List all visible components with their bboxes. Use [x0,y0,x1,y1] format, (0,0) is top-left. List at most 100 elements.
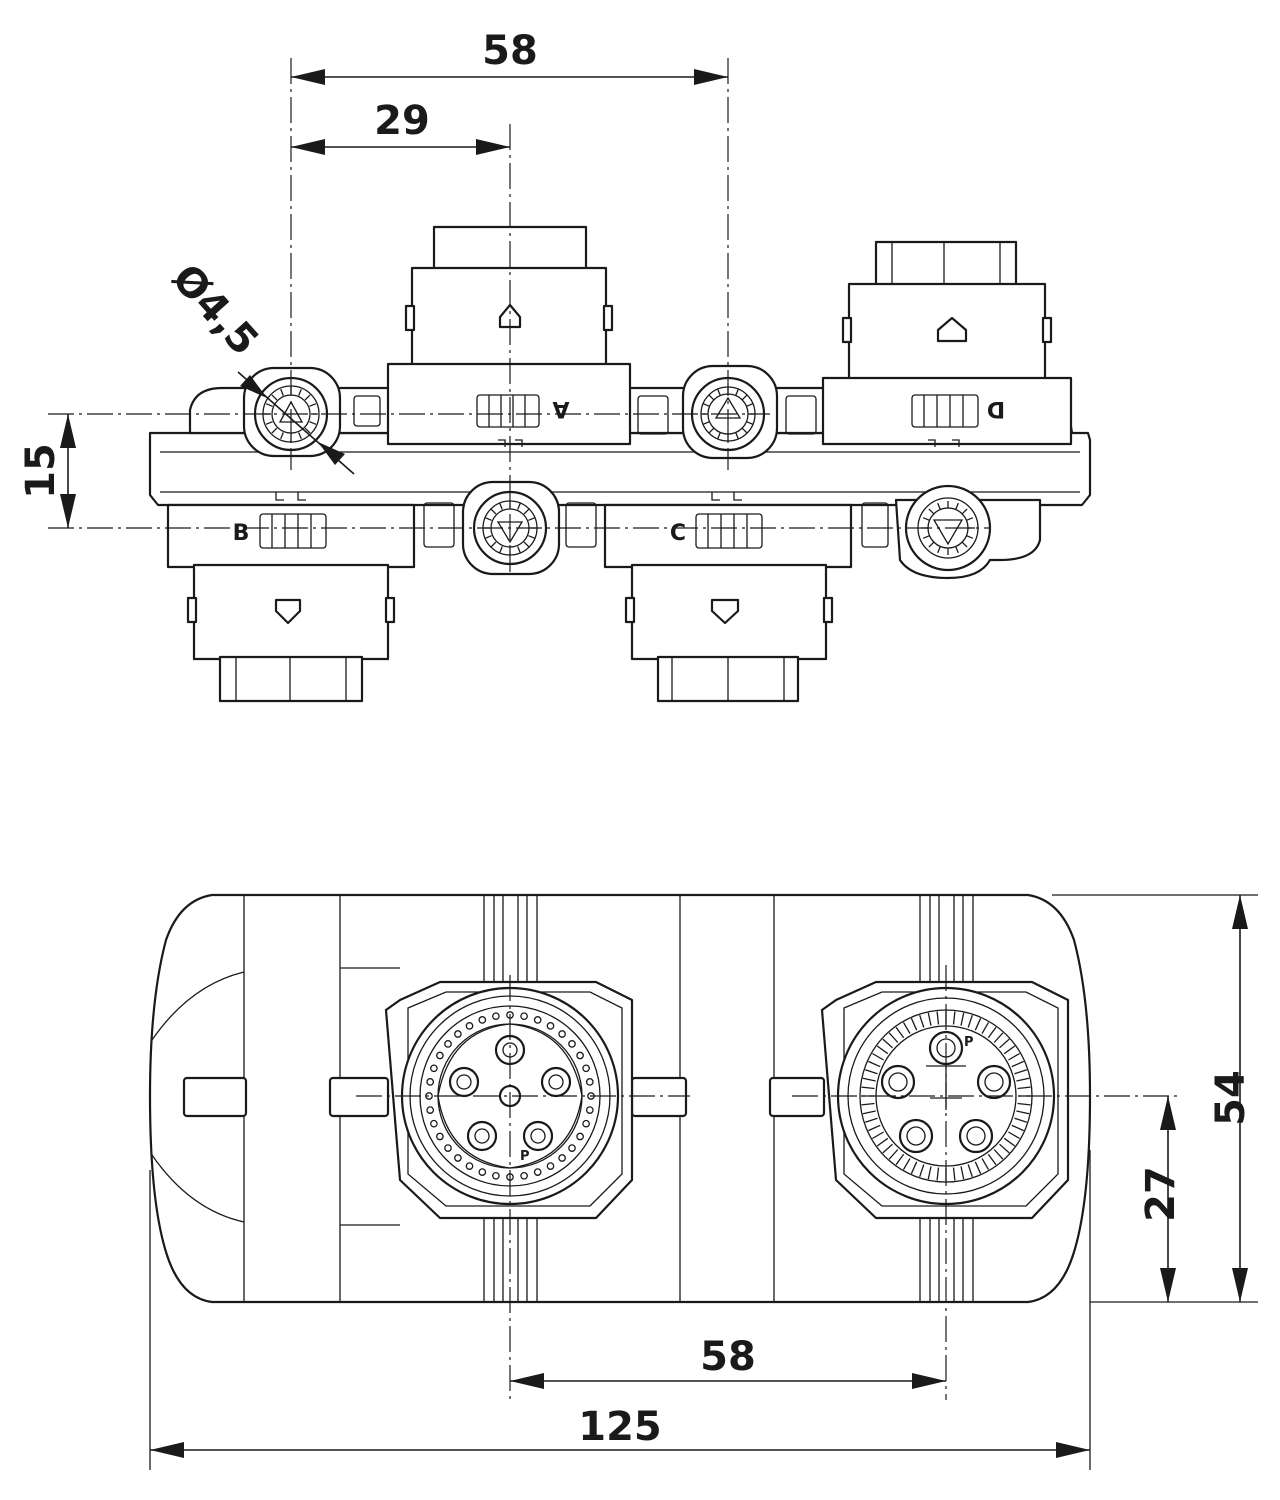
contact-dot [465,1162,474,1170]
connector-d-top: D [821,240,1073,446]
boss-serration [490,508,497,515]
boss-serration [304,427,311,434]
serration-tooth [919,1014,925,1028]
boss-serration [955,546,959,554]
boss-serration [928,541,935,548]
boss-serration [961,508,968,515]
serration-tooth [868,1060,881,1068]
contact-dot [478,1168,487,1176]
contact-dot [576,1132,584,1141]
connector-b-top: B [166,503,416,703]
serration-tooth [952,1011,956,1025]
boss-serration [717,388,721,396]
serration-tooth [1014,1117,1028,1123]
serration-tooth [967,1164,973,1178]
serration-tooth [902,1158,911,1170]
contact-dot [454,1030,462,1038]
pin-socket-r4 [898,1118,934,1154]
serration-tooth [1008,1131,1020,1140]
boss-serration [966,535,974,539]
port-label-c: C [670,521,686,546]
contact-dot [582,1064,590,1073]
boss-serration [966,517,974,521]
boss-serration [708,394,715,401]
pin-socket-2 [448,1066,480,1098]
serration-tooth [902,1022,911,1034]
serration-tooth [919,1164,925,1178]
serration-tooth [888,1032,899,1043]
port-label-b: B [233,521,250,546]
boss-serration [702,403,710,407]
pin-socket-r3 [976,1064,1012,1100]
arrow-up-marker-a [498,303,522,329]
contact-dot [568,1040,576,1048]
dimension-58-top: 58 [291,28,728,85]
serration-tooth [876,1045,889,1055]
port-label-d: D [987,396,1005,421]
boss-serration [735,388,739,396]
connector-a-top: A [386,225,632,446]
boss-serration [490,541,497,548]
pin-socket-r2 [880,1064,916,1100]
arrow-down-marker-b [274,598,302,625]
serration-tooth [927,1012,932,1026]
connector-face-left: P [384,980,634,1220]
dimension-text-hole-diameter: Ø4,5 [163,256,267,365]
boss-serration [280,432,284,440]
contact-dot [582,1119,590,1128]
contact-dot [546,1162,555,1170]
contact-dot [568,1144,576,1152]
dimension-text-27: 27 [1138,1166,1184,1222]
contact-dot [430,1064,438,1073]
serration-tooth [1017,1086,1031,1090]
contact-dot [444,1144,452,1152]
serration-tooth [882,1038,893,1049]
arrow-up-marker-d [936,316,968,343]
boss-serration [746,421,754,425]
dimension-58-bottom: 58 [510,1334,946,1389]
boss-serration [717,432,721,440]
boss-serration [517,502,521,510]
serration-tooth [987,1026,997,1039]
contact-dot [436,1132,444,1141]
side-tab-left [182,1076,248,1118]
dimension-text-15: 15 [18,443,64,499]
boss-serration [271,427,278,434]
dimension-text-58-top: 58 [482,28,538,74]
connector-c-top: C [603,503,853,703]
serration-tooth [993,1032,1004,1043]
serration-tooth [960,1012,965,1026]
boss-serration [499,502,503,510]
contact-dot [492,1012,500,1021]
serration-tooth [895,1026,905,1039]
serration-tooth [999,1038,1010,1049]
pin-label-left: P [520,1149,530,1164]
contact-dot [520,1012,528,1021]
serration-tooth [864,1117,878,1123]
boss-serration [922,517,930,521]
serration-tooth [910,1018,918,1031]
boss-serration [708,427,715,434]
contact-dot [426,1078,435,1086]
serration-tooth [987,1153,997,1166]
serration-tooth [1016,1077,1030,1082]
boss-serration [928,508,935,515]
serration-tooth [936,1011,940,1025]
boss-serration [265,421,273,425]
serration-tooth [974,1018,982,1031]
boss-serration [484,535,492,539]
boss-serration [309,403,317,407]
boss-serration [304,394,311,401]
serration-tooth [1014,1069,1028,1075]
boss-serration [937,502,941,510]
serration-tooth [868,1124,881,1132]
serration-tooth [862,1077,876,1082]
boss-serration [741,394,748,401]
boss-serration [298,388,302,396]
serration-tooth [960,1166,965,1180]
serration-tooth [872,1131,884,1140]
serration-tooth [952,1167,956,1181]
serration-tooth [981,1022,990,1034]
dimension-54: 54 [1208,895,1254,1302]
serration-tooth [974,1161,982,1174]
